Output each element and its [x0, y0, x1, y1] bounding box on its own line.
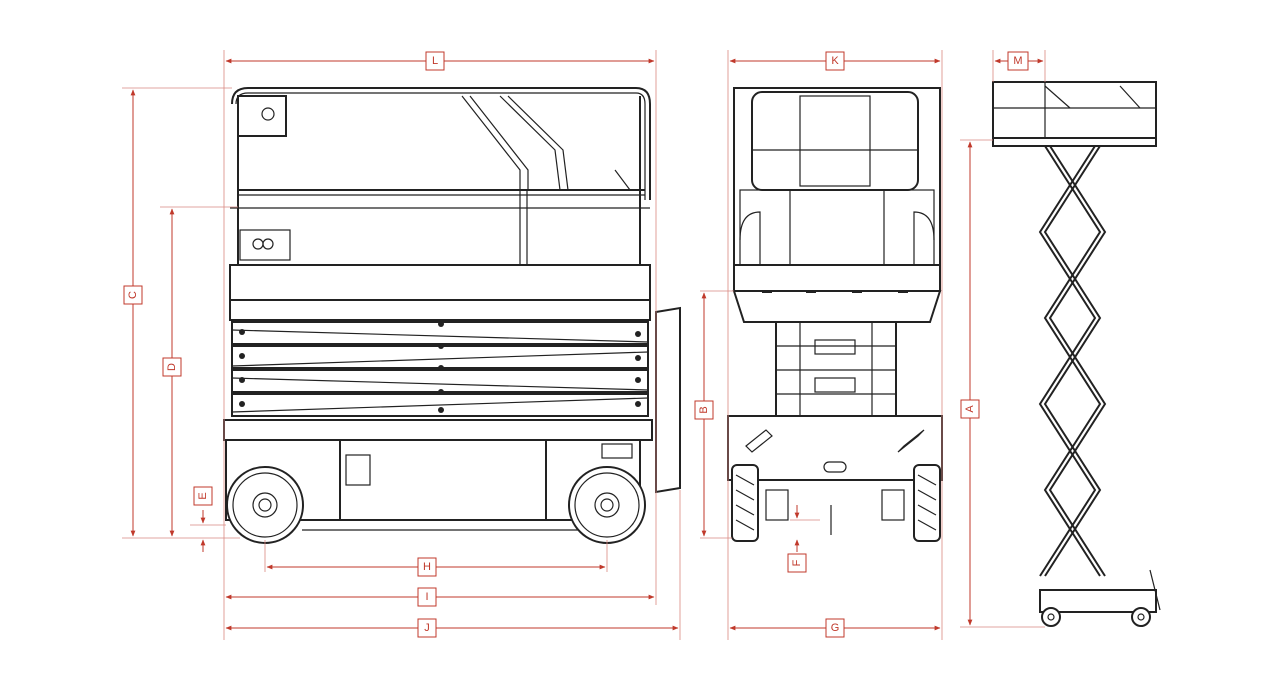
- label-G-text: G: [831, 622, 840, 634]
- label-C-text: C: [127, 291, 139, 299]
- front-view: [727, 87, 943, 542]
- dimension-label-J: J: [417, 618, 437, 638]
- dimension-label-I: I: [417, 587, 437, 607]
- label-K-text: K: [831, 55, 839, 67]
- label-F-text: F: [791, 559, 803, 566]
- label-A-text: A: [964, 405, 976, 413]
- label-I-text: I: [425, 591, 428, 603]
- label-H-text: H: [423, 561, 431, 573]
- label-L-text: L: [432, 55, 438, 67]
- dimension-label-K: K: [825, 51, 845, 71]
- label-J-text: J: [424, 622, 430, 634]
- dimension-label-A: A: [960, 399, 980, 419]
- label-B-text: B: [698, 406, 710, 413]
- label-M-text: M: [1013, 55, 1022, 67]
- elevated-view: [992, 81, 1161, 627]
- dimension-label-F: F: [787, 553, 807, 573]
- dimension-label-E: E: [193, 486, 213, 506]
- label-E-text: E: [197, 492, 209, 499]
- dimension-label-H: H: [417, 557, 437, 577]
- wheel-rear: [226, 466, 304, 544]
- dimension-label-B: B: [694, 400, 714, 420]
- dimension-label-L: L: [425, 51, 445, 71]
- wheel-front: [568, 466, 646, 544]
- dimension-label-C: C: [123, 285, 143, 305]
- side-view: [223, 87, 681, 544]
- dimension-label-M: M: [1007, 51, 1029, 71]
- dimension-label-D: D: [162, 357, 182, 377]
- label-D-text: D: [166, 363, 178, 371]
- dimension-lines: [122, 50, 1046, 640]
- dimension-label-G: G: [825, 618, 845, 638]
